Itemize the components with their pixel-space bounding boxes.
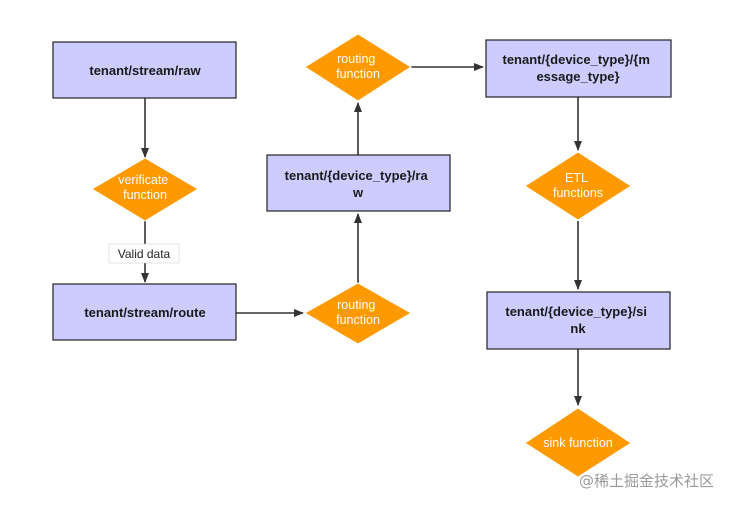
svg-text:tenant/stream/raw: tenant/stream/raw — [89, 63, 201, 78]
edges — [141, 63, 582, 406]
node-verificate-line-1: verificate — [118, 173, 168, 187]
node-stream-raw: tenant/stream/raw — [52, 41, 237, 99]
node-device-sink: tenant/{device_type}/si nk — [486, 291, 671, 350]
node-routing-function-2: routing function — [304, 33, 412, 102]
node-device-sink-line-2: nk — [570, 321, 586, 336]
node-stream-route: tenant/stream/route — [52, 283, 237, 341]
svg-text:ETL functions: ETL functions — [553, 171, 603, 200]
svg-text:routing function: routing function — [336, 298, 380, 327]
node-routing-2-line-2: function — [336, 67, 380, 81]
node-routing-2-line-1: routing — [337, 52, 375, 66]
svg-text:tenant/{device_type}/si: tenant/{device_type}/si nk — [505, 304, 650, 336]
node-device-raw-line-2: w — [352, 185, 364, 200]
node-stream-route-line-1: tenant/stream/route — [84, 305, 205, 320]
valid-data-label: Valid data — [118, 247, 171, 261]
svg-text:verificate function: verificate function — [118, 173, 172, 202]
node-etl-functions: ETL functions — [524, 151, 632, 221]
watermark: @稀土掘金技术社区 — [579, 472, 714, 490]
node-sink-function: sink function — [524, 407, 632, 478]
node-sink-fn-line-1: sink function — [543, 436, 613, 450]
node-etl-line-1: ETL — [565, 171, 588, 185]
node-message-type-line-1: tenant/{device_type}/{m — [502, 52, 649, 67]
svg-text:routing function: routing function — [336, 52, 380, 81]
node-routing-function-1: routing function — [303, 282, 413, 345]
edge-label-valid-data: Valid data — [108, 243, 180, 264]
svg-text:tenant/{device_type}/ra: tenant/{device_type}/ra w — [285, 168, 432, 200]
node-device-raw: tenant/{device_type}/ra w — [266, 154, 451, 212]
node-message-type-line-2: essage_type} — [536, 69, 619, 84]
node-routing-1-line-2: function — [336, 313, 380, 327]
node-routing-1-line-1: routing — [337, 298, 375, 312]
svg-text:tenant/stream/route: tenant/stream/route — [84, 305, 205, 320]
node-device-sink-line-1: tenant/{device_type}/si — [505, 304, 647, 319]
svg-text:tenant/{device_type}/{m: tenant/{device_type}/{m essage_type} — [502, 52, 653, 84]
node-etl-line-2: functions — [553, 186, 603, 200]
node-stream-raw-line-1: tenant/stream/raw — [89, 63, 201, 78]
node-verificate-function: verificate function — [91, 157, 199, 222]
svg-text:sink function: sink function — [543, 436, 613, 450]
node-device-raw-line-1: tenant/{device_type}/ra — [285, 168, 429, 183]
node-message-type: tenant/{device_type}/{m essage_type} — [485, 39, 672, 98]
node-verificate-line-2: function — [123, 188, 167, 202]
